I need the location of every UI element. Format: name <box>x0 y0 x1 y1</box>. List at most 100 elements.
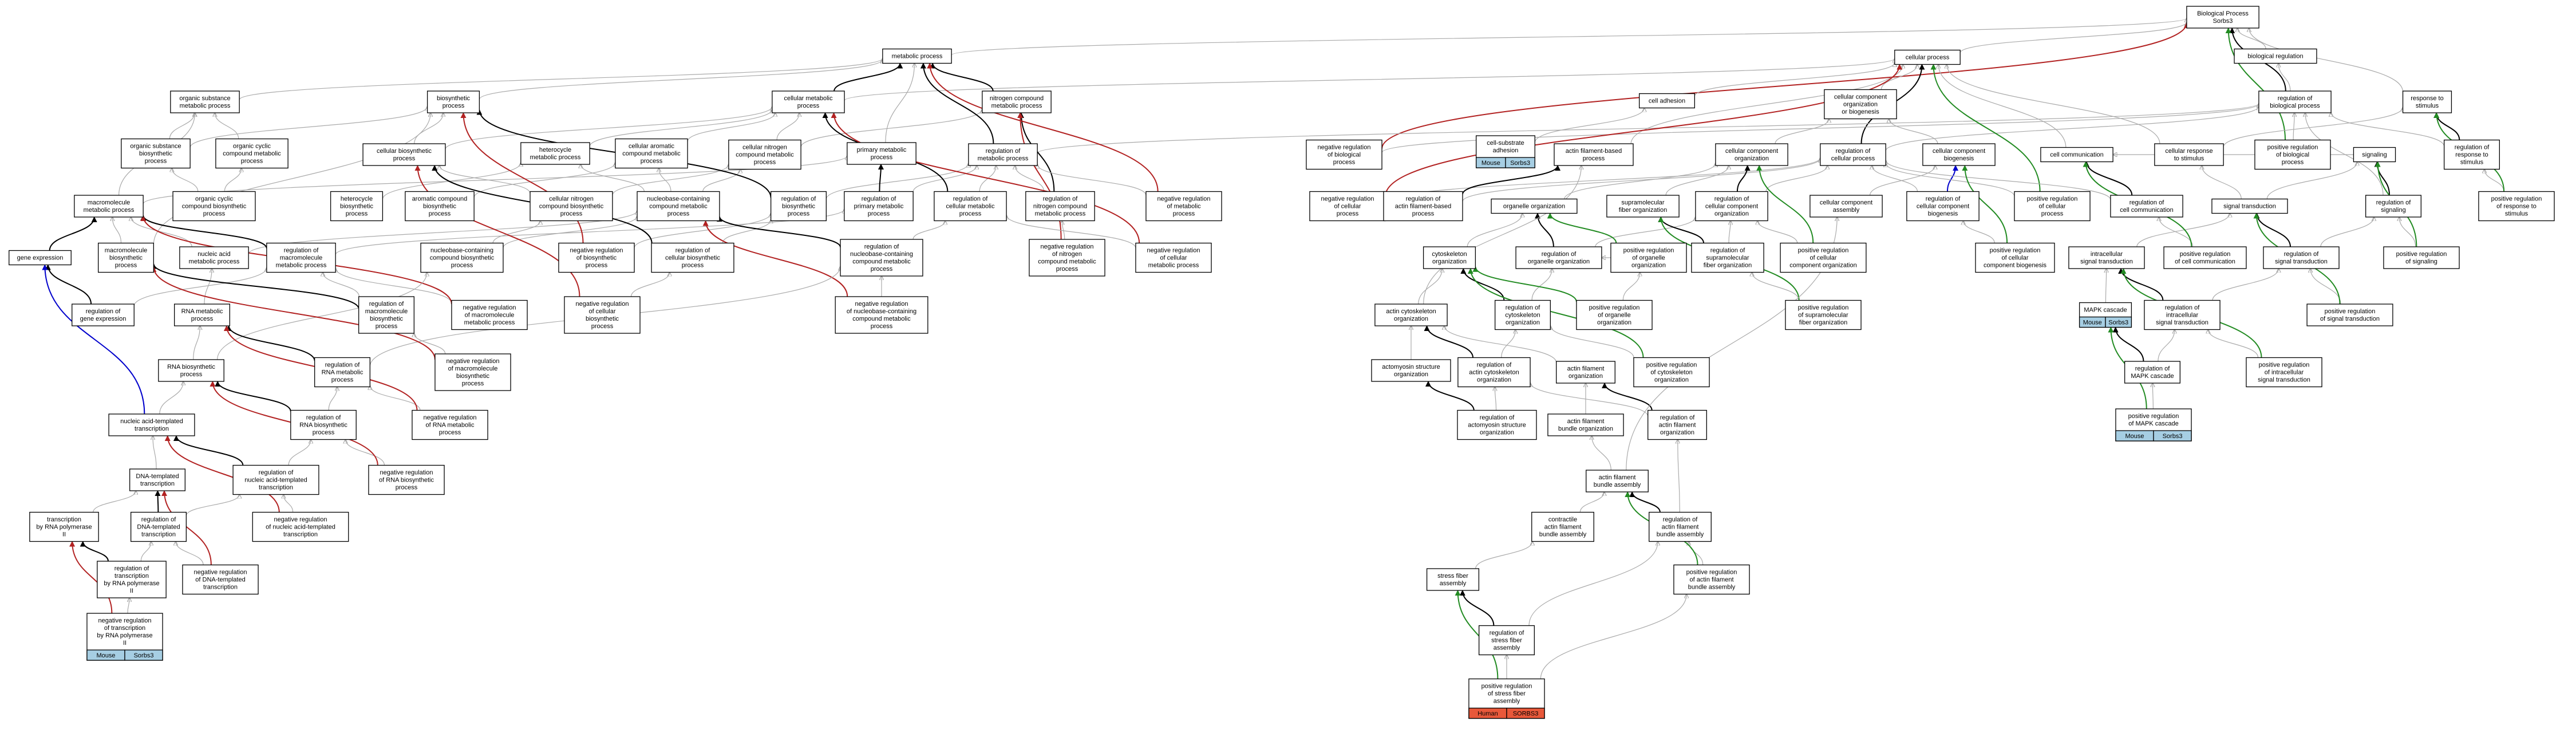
term-node-oo[interactable]: organelle organization <box>1491 198 1578 214</box>
term-node-cadh[interactable]: cell adhesion <box>1638 93 1695 109</box>
term-node-ccom[interactable]: cell communication <box>2040 147 2113 163</box>
term-node-breg[interactable]: biological regulation <box>2234 48 2317 64</box>
term-node-ge[interactable]: gene expression <box>9 250 72 266</box>
term-node-cp[interactable]: cellular process <box>1894 49 1961 65</box>
term-node-rnccmp[interactable]: regulation ofnucleobase-containingcompou… <box>840 239 923 277</box>
term-node-rmbp[interactable]: regulation ofmacromoleculebiosyntheticpr… <box>358 296 415 334</box>
term-node-sig[interactable]: signaling <box>2353 147 2396 163</box>
term-node-mp[interactable]: metabolic process <box>882 48 952 64</box>
